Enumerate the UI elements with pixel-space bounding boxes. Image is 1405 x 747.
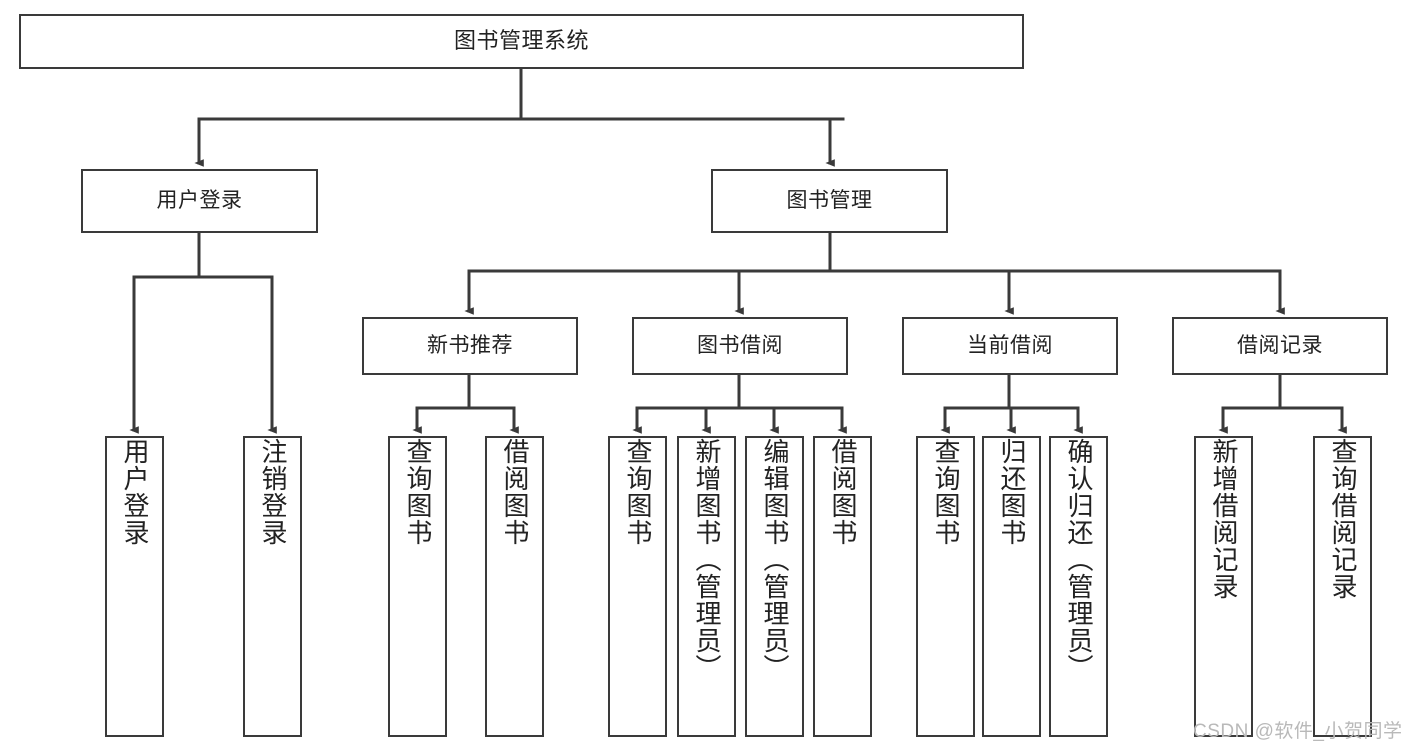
leaf-edit-book-label: 编辑图书（管理员） xyxy=(760,438,791,681)
leaf-logout[interactable]: 注销登录 xyxy=(243,436,302,737)
leaf-user-login[interactable]: 用户登录 xyxy=(105,436,164,737)
leaf-add-book[interactable]: 新增图书（管理员） xyxy=(677,436,736,737)
leaf-query-record-label: 查询借阅记录 xyxy=(1328,438,1359,600)
node-new-book-rec-label: 新书推荐 xyxy=(427,333,513,357)
node-book-manage[interactable]: 图书管理 xyxy=(711,169,948,233)
leaf-query-record[interactable]: 查询借阅记录 xyxy=(1313,436,1372,737)
leaf-query-book-1[interactable]: 查询图书 xyxy=(388,436,447,737)
leaf-add-book-label: 新增图书（管理员） xyxy=(692,438,723,681)
node-borrow-record-label: 借阅记录 xyxy=(1237,333,1323,357)
leaf-borrow-book-1-label: 借阅图书 xyxy=(500,438,531,546)
leaf-return-book[interactable]: 归还图书 xyxy=(982,436,1041,737)
node-user-login[interactable]: 用户登录 xyxy=(81,169,318,233)
leaf-confirm-return[interactable]: 确认归还（管理员） xyxy=(1049,436,1108,737)
leaf-add-record-label: 新增借阅记录 xyxy=(1209,438,1240,600)
leaf-borrow-book-1[interactable]: 借阅图书 xyxy=(485,436,544,737)
node-borrow-record[interactable]: 借阅记录 xyxy=(1172,317,1388,375)
node-current-borrow[interactable]: 当前借阅 xyxy=(902,317,1118,375)
leaf-edit-book[interactable]: 编辑图书（管理员） xyxy=(745,436,804,737)
leaf-query-book-1-label: 查询图书 xyxy=(403,438,434,546)
leaf-add-record[interactable]: 新增借阅记录 xyxy=(1194,436,1253,737)
node-book-borrow[interactable]: 图书借阅 xyxy=(632,317,848,375)
node-root[interactable]: 图书管理系统 xyxy=(19,14,1024,69)
node-new-book-rec[interactable]: 新书推荐 xyxy=(362,317,578,375)
leaf-query-book-3[interactable]: 查询图书 xyxy=(916,436,975,737)
leaf-logout-label: 注销登录 xyxy=(258,438,289,546)
leaf-query-book-3-label: 查询图书 xyxy=(931,438,962,546)
node-book-manage-label: 图书管理 xyxy=(786,188,873,212)
leaf-user-login-label: 用户登录 xyxy=(120,438,151,546)
node-root-label: 图书管理系统 xyxy=(453,28,589,54)
leaf-borrow-book-2[interactable]: 借阅图书 xyxy=(813,436,872,737)
leaf-query-book-2-label: 查询图书 xyxy=(623,438,654,546)
leaf-query-book-2[interactable]: 查询图书 xyxy=(608,436,667,737)
node-user-login-label: 用户登录 xyxy=(156,188,243,212)
leaf-return-book-label: 归还图书 xyxy=(997,438,1028,546)
leaf-confirm-return-label: 确认归还（管理员） xyxy=(1064,438,1095,681)
node-current-borrow-label: 当前借阅 xyxy=(967,333,1053,357)
leaf-borrow-book-2-label: 借阅图书 xyxy=(828,438,859,546)
node-book-borrow-label: 图书借阅 xyxy=(697,333,783,357)
